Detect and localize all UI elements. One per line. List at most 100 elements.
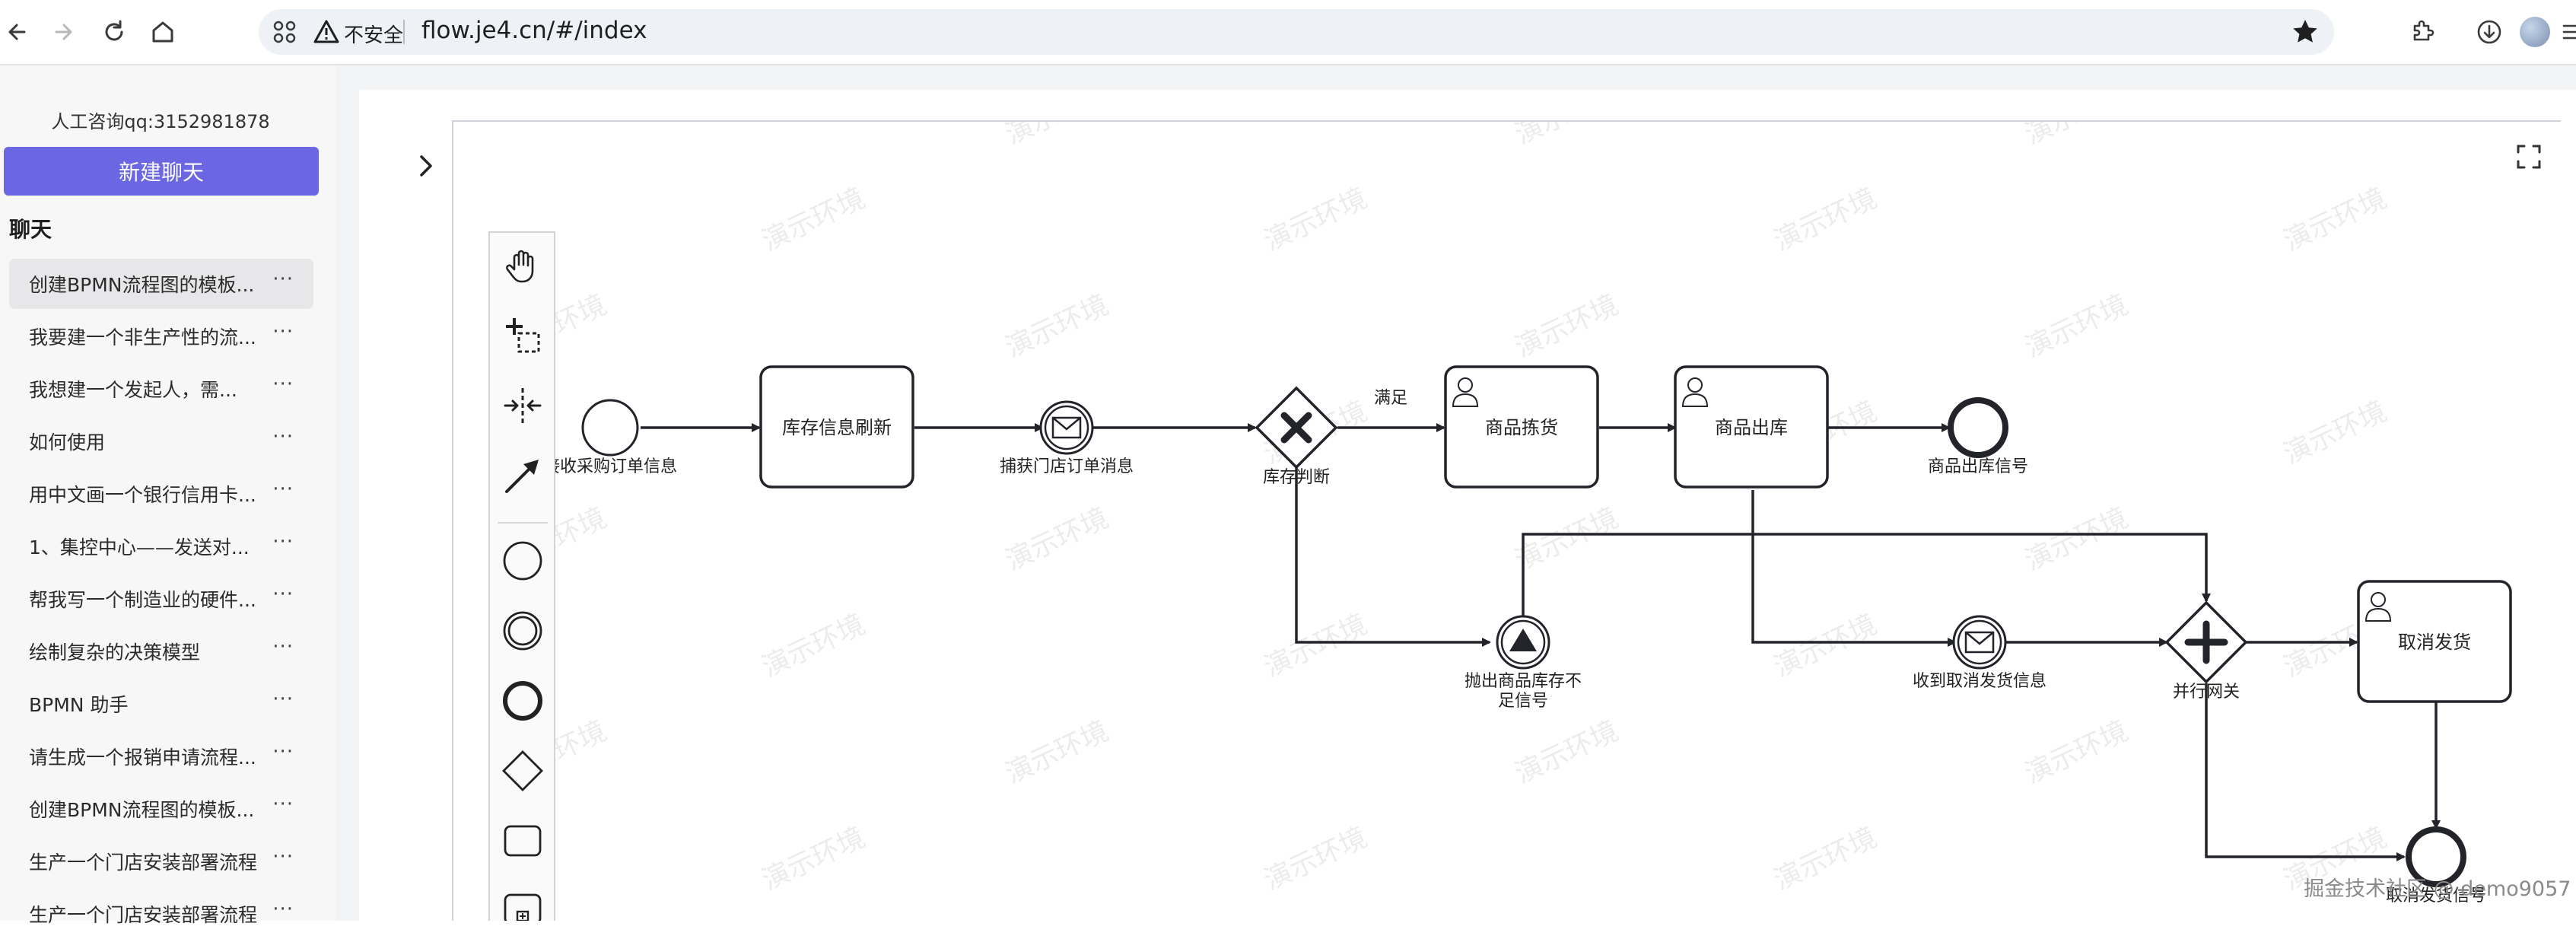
download-icon[interactable] <box>2471 14 2508 50</box>
more-icon[interactable]: ··· <box>272 530 294 553</box>
url-text[interactable]: flow.je4.cn/#/index <box>421 17 647 44</box>
sidebar: 人工咨询qq:3152981878 新建聊天 聊天 创建BPMN流程图的模板..… <box>0 65 336 926</box>
chat-item[interactable]: 请生成一个报销申请流程... ··· <box>9 731 313 781</box>
task-tool-icon[interactable] <box>499 817 546 864</box>
flow-gateway-throw[interactable] <box>1295 467 1491 647</box>
flow-parallel-endcancel[interactable] <box>2205 683 2406 861</box>
cancel-message-label: 收到取消发货信息 <box>1913 672 2046 691</box>
back-icon[interactable] <box>2 15 35 49</box>
insecure-label[interactable]: 不安全 <box>344 24 404 47</box>
user-task-out[interactable] <box>1674 365 1829 489</box>
chat-item-title: BPMN 助手 <box>29 694 129 716</box>
extensions-icon[interactable] <box>2404 14 2441 50</box>
user-task-cancel[interactable] <box>2357 580 2512 703</box>
chat-item[interactable]: 用中文画一个银行信用卡... ··· <box>9 469 313 519</box>
more-icon[interactable]: ··· <box>272 583 294 606</box>
user-task-pick[interactable] <box>1444 365 1599 489</box>
chat-item[interactable]: 如何使用 ··· <box>9 416 313 466</box>
envelope-icon <box>1051 416 1082 439</box>
chat-item[interactable]: 创建BPMN流程图的模板... ··· <box>9 259 313 309</box>
flow-throw-parallel[interactable] <box>1522 533 2211 619</box>
apps-icon[interactable] <box>269 17 300 47</box>
reload-icon[interactable] <box>97 15 131 49</box>
chat-item-title: 生产一个门店安装部署流程 <box>29 851 258 874</box>
address-bar[interactable]: 不安全 flow.je4.cn/#/index <box>259 9 2334 55</box>
more-icon[interactable]: ··· <box>272 425 294 448</box>
more-icon[interactable]: ··· <box>272 320 294 343</box>
subprocess-tool-icon[interactable] <box>499 886 546 921</box>
end-event-tool-icon[interactable] <box>499 677 546 724</box>
space-tool-icon[interactable] <box>499 382 546 429</box>
warning-icon[interactable] <box>312 18 341 46</box>
chat-item[interactable]: 我想建一个发起人，需... ··· <box>9 364 313 414</box>
x-mark-icon <box>1280 412 1312 444</box>
bpmn-diagram[interactable]: 接收采购订单信息 库存信息刷新 捕获门店订单消息 库存判断 满足 商品拣货 <box>453 122 2561 921</box>
fullscreen-icon[interactable] <box>2514 142 2544 172</box>
end-event-label: 商品出库信号 <box>1928 457 2028 476</box>
parallel-gateway-label: 并行网关 <box>2173 683 2240 702</box>
cancel-message-event[interactable] <box>1952 615 2007 670</box>
chat-item-title: 帮我写一个制造业的硬件... <box>29 589 256 611</box>
gateway-label: 库存判断 <box>1263 468 1330 487</box>
flow-out-cancelmsg[interactable] <box>1751 490 1957 647</box>
connect-tool-icon[interactable] <box>499 452 546 499</box>
more-icon[interactable]: ··· <box>272 268 294 291</box>
flow-condition-label: 满足 <box>1374 389 1407 408</box>
browser-toolbar: 不安全 flow.je4.cn/#/index <box>0 0 2576 65</box>
bpmn-canvas[interactable]: 演示环境 演示环境 演示环境 演示环境 演示环境 演示环境 演示环境 演示环境 … <box>452 120 2561 921</box>
more-icon[interactable]: ··· <box>272 635 294 658</box>
hand-tool-icon[interactable] <box>499 242 546 289</box>
chat-item[interactable]: 创建BPMN流程图的模板... ··· <box>9 784 313 834</box>
more-icon[interactable]: ··· <box>272 845 294 868</box>
chat-item-title: 请生成一个报销申请流程... <box>29 746 256 769</box>
user-icon <box>1452 377 1479 407</box>
chat-item[interactable]: 1、集控中心——发送对... ··· <box>9 521 313 571</box>
throw-signal-event[interactable] <box>1496 615 1550 670</box>
chat-item[interactable]: 生产一个门店安装部署流程 ··· <box>9 836 313 886</box>
more-icon[interactable]: ··· <box>272 793 294 816</box>
catch-message-event[interactable] <box>1039 400 1094 455</box>
task-inventory-refresh[interactable] <box>759 365 914 489</box>
more-icon[interactable]: ··· <box>272 373 294 396</box>
gateway-tool-icon[interactable] <box>499 747 546 794</box>
address-separator <box>403 20 405 44</box>
chat-item[interactable]: 我要建一个非生产性的流... ··· <box>9 311 313 361</box>
parallel-gateway[interactable] <box>2164 600 2248 684</box>
forward-icon[interactable] <box>47 15 81 49</box>
sequence-flows <box>641 423 2441 861</box>
chat-item-title: 我想建一个发起人，需... <box>29 379 237 401</box>
envelope-icon <box>1964 631 1995 654</box>
bookmark-star-icon[interactable] <box>2290 17 2320 47</box>
start-event-tool-icon[interactable] <box>499 537 546 584</box>
end-cancel-event[interactable] <box>2406 826 2466 887</box>
chevron-right-icon[interactable] <box>411 149 441 183</box>
task-inventory-refresh-label: 库存信息刷新 <box>782 417 892 438</box>
chat-item-title: 生产一个门店安装部署流程 <box>29 904 258 926</box>
more-icon[interactable]: ··· <box>272 740 294 763</box>
chat-item[interactable]: BPMN 助手 ··· <box>9 679 313 729</box>
intermediate-event-tool-icon[interactable] <box>499 607 546 654</box>
site-watermark: 掘金技术社区 @ demo9057 <box>2304 877 2571 901</box>
chat-item[interactable]: 绘制复杂的决策模型 ··· <box>9 626 313 676</box>
palette-divider <box>498 522 548 524</box>
new-chat-button[interactable]: 新建聊天 <box>4 147 319 196</box>
end-event[interactable] <box>1948 397 2008 458</box>
chat-item[interactable]: 帮我写一个制造业的硬件... ··· <box>9 574 313 624</box>
chat-item[interactable]: 生产一个门店安装部署流程 ··· <box>9 889 313 939</box>
profile-avatar[interactable] <box>2520 17 2550 47</box>
exclusive-gateway[interactable] <box>1255 386 1338 470</box>
chat-item-title: 创建BPMN流程图的模板... <box>29 274 255 296</box>
lasso-tool-icon[interactable] <box>499 312 546 359</box>
start-event-label: 接收采购订单信息 <box>543 457 677 476</box>
start-event[interactable] <box>581 399 639 457</box>
chat-item-title: 绘制复杂的决策模型 <box>29 641 201 664</box>
menu-icon[interactable] <box>2555 14 2576 50</box>
throw-signal-label-2: 足信号 <box>1498 692 1548 711</box>
user-icon <box>1681 377 1709 407</box>
more-icon[interactable]: ··· <box>272 478 294 501</box>
more-icon[interactable]: ··· <box>272 688 294 711</box>
throw-signal-label-1: 抛出商品库存不 <box>1465 672 1582 691</box>
more-icon[interactable]: ··· <box>272 898 294 921</box>
user-task-cancel-label: 取消发货 <box>2398 632 2471 653</box>
home-icon[interactable] <box>146 15 180 49</box>
